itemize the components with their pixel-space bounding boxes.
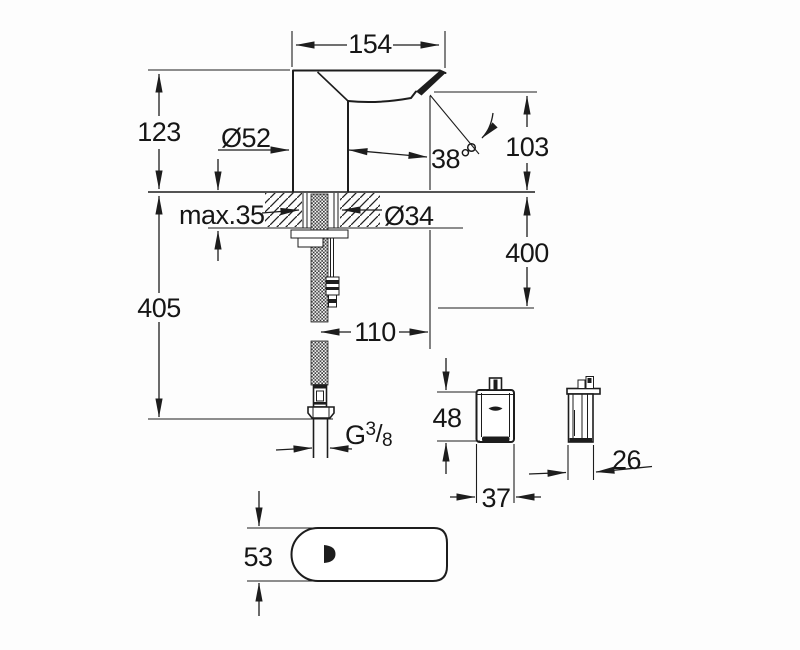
dim-53-label: 53 xyxy=(243,542,272,572)
dim-37-label: 37 xyxy=(481,483,510,513)
dim-123: 123 xyxy=(137,69,290,190)
logo-mark xyxy=(488,406,503,411)
dim-max35-label: max.35 xyxy=(179,200,265,230)
dim-154: 154 xyxy=(291,29,446,68)
side-stub-left xyxy=(577,379,586,389)
dim-110: 110 xyxy=(320,317,429,347)
angle-arc-arrow xyxy=(481,112,498,139)
sensor-cable xyxy=(325,238,340,308)
dim-thread-g38: G3/8 xyxy=(275,419,393,453)
dim-52-label: Ø52 xyxy=(221,123,271,153)
hose-end-fitting xyxy=(307,384,335,458)
dim-110-label: 110 xyxy=(354,317,396,347)
dim-38-label: 38° xyxy=(431,144,470,174)
braided-hose-lower xyxy=(310,340,329,386)
control-box-body xyxy=(475,389,515,443)
dim-405: 405 xyxy=(137,195,333,420)
dim-26-label: 26 xyxy=(612,445,641,475)
dim-400-label: 400 xyxy=(505,238,549,268)
dim-max35: max.35 xyxy=(179,159,265,261)
dim-48: 48 xyxy=(432,358,480,474)
dim-405-label: 405 xyxy=(137,293,181,323)
dim-103-label: 103 xyxy=(505,132,549,162)
mounting-shank xyxy=(302,193,339,228)
top-view-outline xyxy=(290,527,448,582)
dim-154-label: 154 xyxy=(348,29,392,59)
control-box-side-view xyxy=(566,376,601,443)
degree-symbol-circle xyxy=(466,142,477,153)
dim-123-label: 123 xyxy=(137,117,181,147)
braided-hose-upper xyxy=(310,193,329,323)
control-box-front-view xyxy=(475,377,515,443)
body-shoulder-edge xyxy=(316,71,349,102)
side-body xyxy=(567,393,594,443)
fastening-flange xyxy=(290,229,349,248)
dim-g38-label: G3/8 xyxy=(345,419,392,451)
dim-103: 103 xyxy=(434,91,549,191)
sensor-window xyxy=(324,545,336,563)
dim-diameter-34: Ø34 xyxy=(261,201,435,349)
dim-angle-38: 38° xyxy=(429,94,498,190)
faucet-top-view xyxy=(290,527,448,582)
spout-underside xyxy=(347,90,417,193)
dim-37: 37 xyxy=(450,444,541,513)
dim-400: 400 xyxy=(438,196,549,309)
dim-26: 26 xyxy=(528,445,653,480)
side-flange xyxy=(566,387,601,395)
hose-nut xyxy=(307,406,335,419)
dim-diameter-52: Ø52 xyxy=(218,123,428,159)
dim-34-label: Ø34 xyxy=(384,201,434,231)
dim-53: 53 xyxy=(243,491,316,616)
aerator-face xyxy=(416,70,446,96)
dim-48-label: 48 xyxy=(432,403,461,433)
